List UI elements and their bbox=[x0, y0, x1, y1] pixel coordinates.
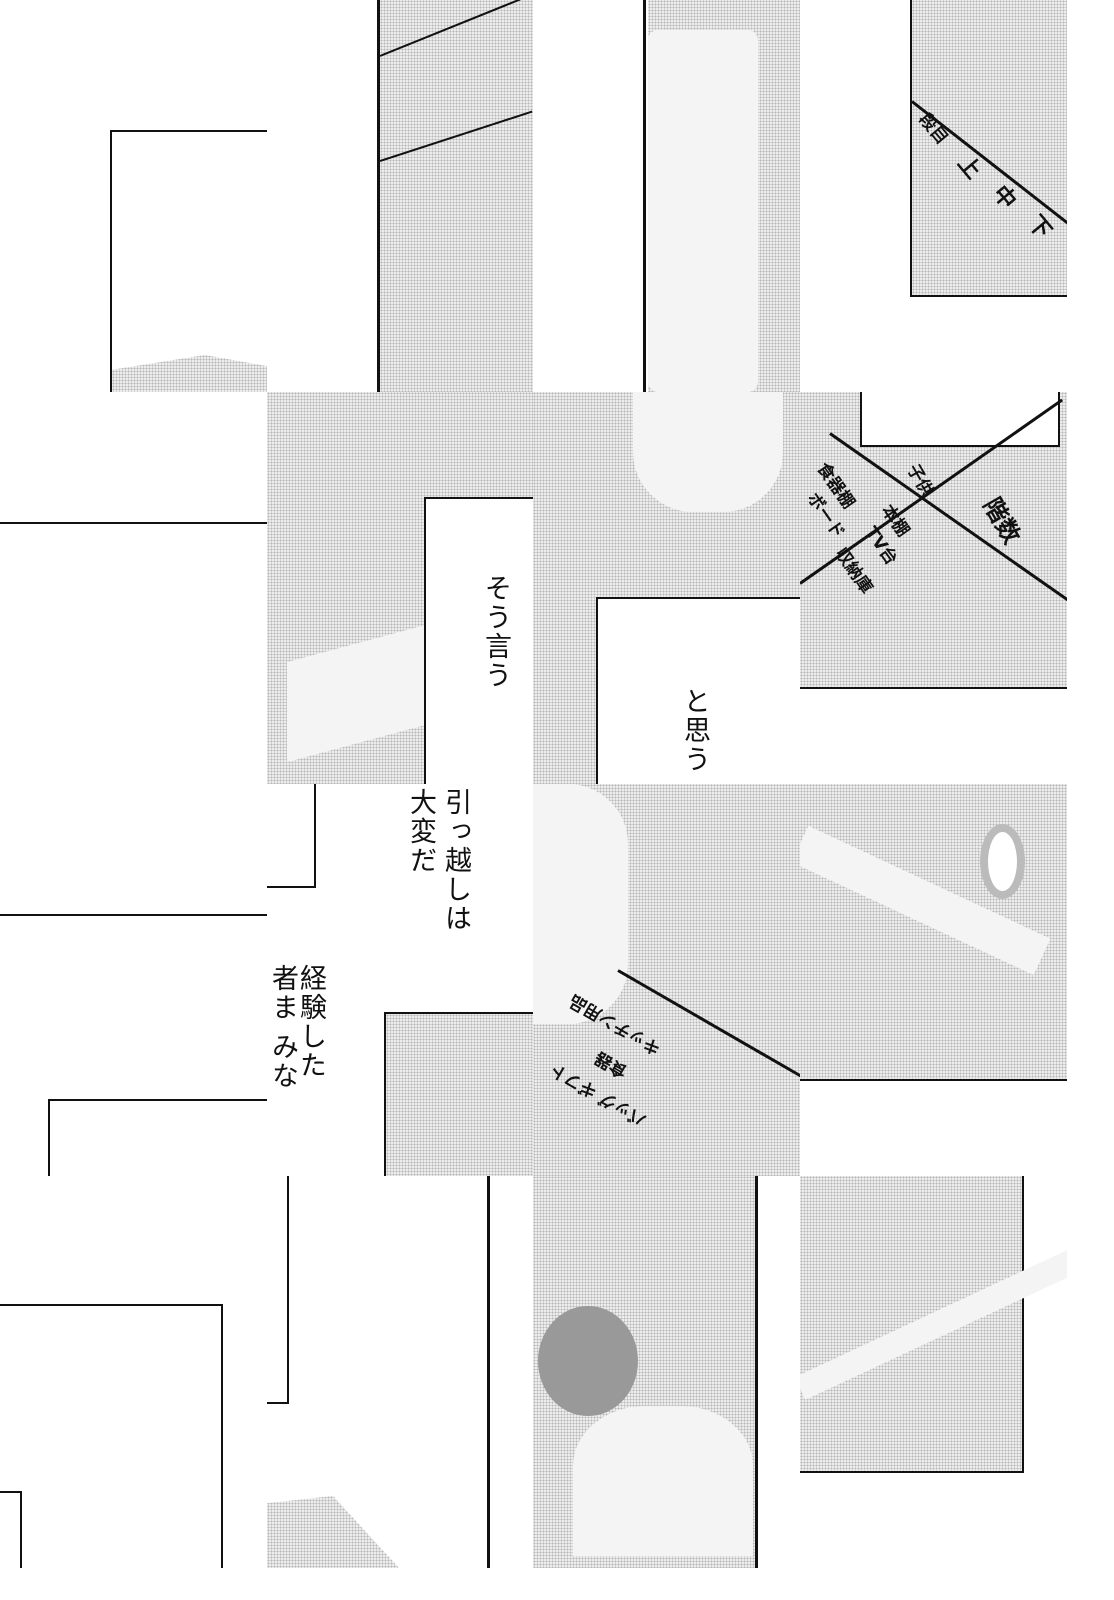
tile-r1c2 bbox=[267, 0, 533, 392]
speech-say-so: そう言う bbox=[480, 574, 511, 690]
tile-r3c1 bbox=[0, 784, 267, 1176]
speech-everyone: 者ま みな bbox=[267, 964, 298, 1091]
speech-tough: 大変だ bbox=[405, 788, 436, 875]
cardboard-box-art bbox=[380, 0, 533, 392]
tile-r3c3: キッチン用品 食器 バッグ ギフト bbox=[533, 784, 800, 1176]
scissors-handle-art bbox=[980, 824, 1025, 899]
speech-box bbox=[596, 597, 800, 784]
box-art bbox=[384, 1012, 533, 1176]
tile-r2c4: 子供 階数 食器棚 ボード 本棚 TV台 収納庫 bbox=[800, 392, 1067, 784]
tile-r2c1 bbox=[0, 392, 267, 784]
tile-r3c2: 引っ越しは 大変だ 経験した 者ま みな bbox=[267, 784, 533, 1176]
speech-box bbox=[424, 497, 533, 784]
tile-r1c4: 段目 上 中 下 bbox=[800, 0, 1067, 392]
tile-r2c2: そう言う bbox=[267, 392, 533, 784]
tape-roll-art bbox=[538, 1306, 638, 1416]
tile-r4c1 bbox=[0, 1176, 267, 1568]
speech-moving-is: 引っ越しは bbox=[440, 788, 471, 933]
speech-experienced: 経験した bbox=[295, 964, 326, 1080]
box-flap-art bbox=[800, 784, 1067, 1081]
tile-r3c4 bbox=[800, 784, 1067, 1176]
speech-i-think: と思う bbox=[679, 687, 710, 774]
tile-r1c3 bbox=[533, 0, 800, 392]
tile-r4c4 bbox=[800, 1176, 1067, 1568]
moving-label-art bbox=[910, 0, 1067, 297]
tile-r4c3 bbox=[533, 1176, 800, 1568]
tile-r4c2 bbox=[267, 1176, 533, 1568]
tile-r2c3: と思う bbox=[533, 392, 800, 784]
panel-border bbox=[110, 130, 267, 392]
tile-r1c1 bbox=[0, 0, 267, 392]
panel-border bbox=[48, 1099, 267, 1176]
box-art bbox=[267, 1496, 399, 1568]
